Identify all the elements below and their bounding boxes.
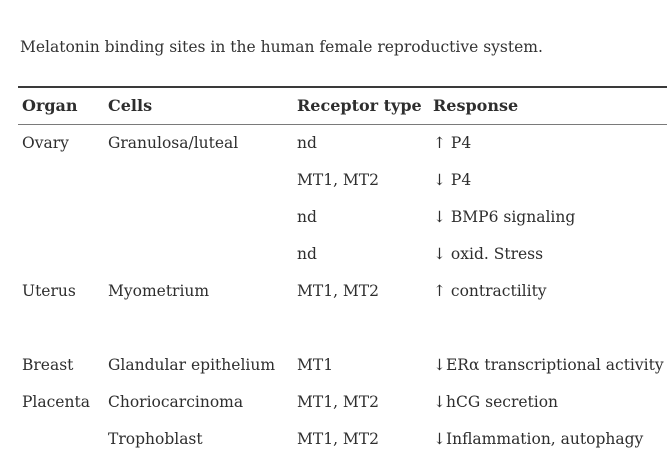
cell-organ bbox=[18, 161, 104, 198]
cell-receptor: nd bbox=[297, 207, 317, 226]
cell-receptor: MT1 bbox=[297, 355, 334, 374]
table-row: Ovary Granulosa/luteal nd ↑ P4 bbox=[18, 124, 667, 161]
table-row: MT1, MT2 ↓ P4 bbox=[18, 161, 667, 198]
table-caption: Melatonin binding sites in the human fem… bbox=[20, 38, 543, 56]
cell-response: ↓Inflammation, autophagy bbox=[433, 429, 644, 448]
cell-organ bbox=[18, 235, 104, 272]
cell-organ: Breast bbox=[22, 355, 74, 374]
cell-response: ↑ P4 bbox=[433, 133, 472, 152]
cell-cells: Myometrium bbox=[108, 281, 210, 300]
table-row: nd ↓ BMP6 signaling bbox=[18, 198, 667, 235]
cell-cells bbox=[104, 198, 293, 235]
cell-organ bbox=[18, 198, 104, 235]
cell-organ bbox=[18, 420, 104, 457]
table-row: Uterus Myometrium MT1, MT2 ↑ contractili… bbox=[18, 272, 667, 309]
cell-response: ↓hCG secretion bbox=[433, 392, 559, 411]
cell-cells bbox=[104, 161, 293, 198]
cell-organ bbox=[18, 309, 104, 346]
cell-organ: Placenta bbox=[22, 392, 90, 411]
column-header-response: Response bbox=[429, 86, 667, 125]
cell-cells bbox=[104, 235, 293, 272]
cell-response: ↓ BMP6 signaling bbox=[433, 207, 576, 226]
cell-cells: Glandular epithelium bbox=[108, 355, 276, 374]
cell-cells: Choriocarcinoma bbox=[108, 392, 244, 411]
cell-receptor: nd bbox=[297, 244, 317, 263]
header-row: Organ Cells Receptor type Response bbox=[18, 86, 667, 125]
table-row: Trophoblast MT1, MT2 ↓Inflammation, auto… bbox=[18, 420, 667, 457]
cell-organ: Uterus bbox=[22, 281, 76, 300]
table-body: Ovary Granulosa/luteal nd ↑ P4 MT1, MT2 … bbox=[18, 124, 667, 457]
column-header-receptor: Receptor type bbox=[293, 86, 429, 125]
table-row: Placenta Choriocarcinoma MT1, MT2 ↓hCG s… bbox=[18, 383, 667, 420]
cell-receptor: MT1, MT2 bbox=[297, 392, 379, 411]
cell-response: ↓ERα transcriptional activity bbox=[433, 355, 664, 374]
cell-receptor: MT1, MT2 bbox=[297, 429, 379, 448]
cell-response: ↓ P4 bbox=[433, 170, 472, 189]
binding-sites-table: Organ Cells Receptor type Response Ovary… bbox=[18, 86, 667, 457]
cell-cells: Trophoblast bbox=[108, 429, 203, 448]
table-spacer-row bbox=[18, 309, 667, 346]
column-header-organ: Organ bbox=[18, 86, 104, 125]
cell-receptor bbox=[293, 309, 429, 346]
cell-cells: Granulosa/luteal bbox=[108, 133, 239, 152]
table-row: nd ↓ oxid. Stress bbox=[18, 235, 667, 272]
cell-receptor: MT1, MT2 bbox=[297, 170, 379, 189]
cell-receptor: nd bbox=[297, 133, 317, 152]
cell-organ: Ovary bbox=[22, 133, 69, 152]
cell-receptor: MT1, MT2 bbox=[297, 281, 379, 300]
table-row: Breast Glandular epithelium MT1 ↓ERα tra… bbox=[18, 346, 667, 383]
cell-cells bbox=[104, 309, 293, 346]
cell-response: ↑ contractility bbox=[433, 281, 547, 300]
column-header-cells: Cells bbox=[104, 86, 293, 125]
cell-response: ↓ oxid. Stress bbox=[433, 244, 544, 263]
table-header: Organ Cells Receptor type Response bbox=[18, 86, 667, 125]
cell-response bbox=[429, 309, 667, 346]
